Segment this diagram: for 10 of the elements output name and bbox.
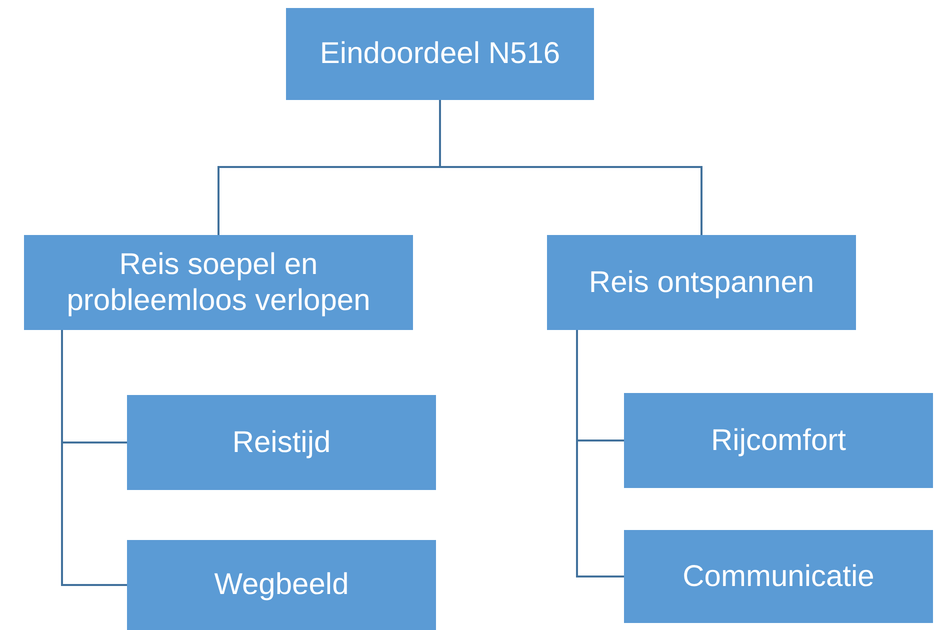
node-box: Reis soepel en probleemloos verlopen — [24, 235, 413, 330]
node-box: Wegbeeld — [127, 540, 436, 630]
connector-line — [576, 330, 624, 578]
node-box: Communicatie — [624, 530, 933, 623]
node-box: Reistijd — [127, 395, 436, 490]
connector-line — [61, 330, 127, 586]
connector-line — [439, 100, 702, 235]
node-box: Reis ontspannen — [547, 235, 856, 330]
node-box: Eindoordeel N516 — [286, 8, 594, 100]
node-box: Rijcomfort — [624, 393, 933, 488]
